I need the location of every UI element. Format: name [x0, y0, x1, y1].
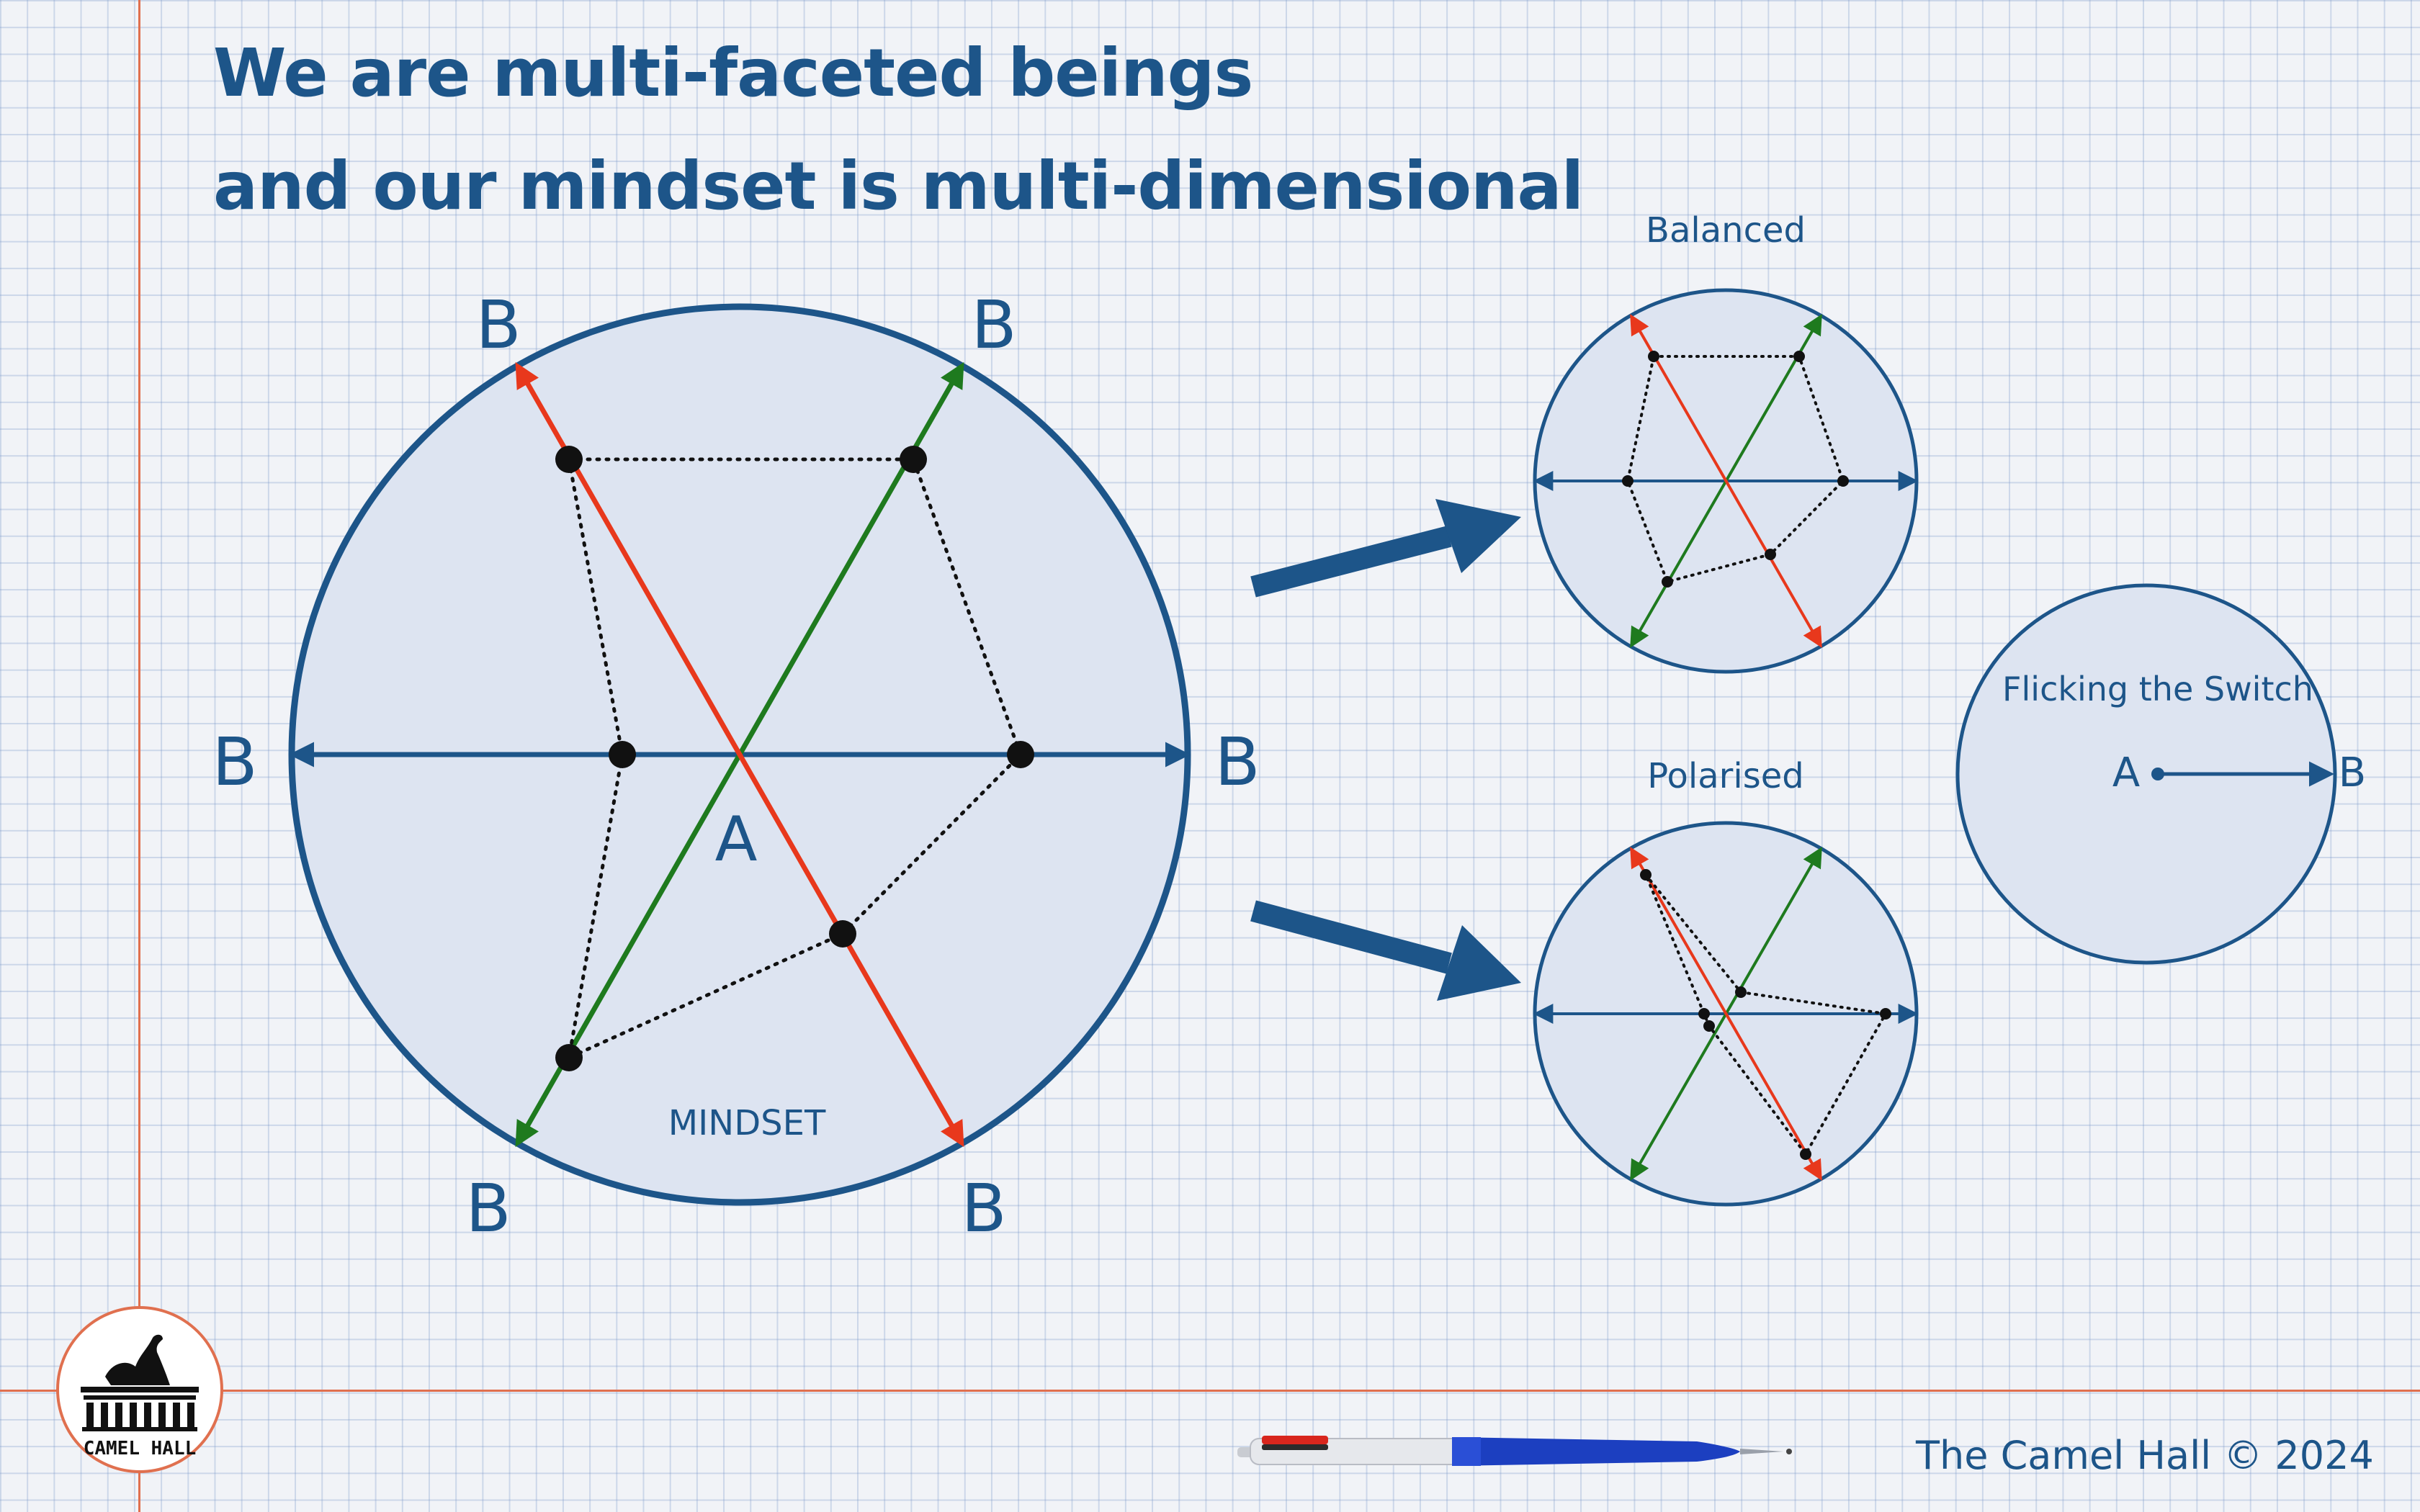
profile-point — [555, 1044, 583, 1071]
switch-start-label: A — [2112, 750, 2140, 796]
red-axis — [515, 361, 964, 1148]
main-mindset-circle: A MINDSET B B B B B B — [212, 287, 1260, 1247]
balanced-circle: Balanced — [1533, 210, 1919, 674]
title-line-2: and our mindset is multi-dimensional — [213, 148, 1584, 225]
margin-line-vertical — [138, 0, 140, 1512]
polarised-label: Polarised — [1647, 756, 1803, 796]
mindset-caption: MINDSET — [668, 1103, 826, 1143]
switch-start-dot — [2151, 768, 2164, 780]
polarised-point — [1698, 1008, 1710, 1020]
polarised-point — [1880, 1008, 1891, 1020]
center-label-a: A — [715, 804, 758, 876]
polarised-point — [1735, 986, 1747, 998]
endpoint-label-b-top-right: B — [971, 287, 1016, 364]
profile-point — [609, 741, 636, 768]
endpoint-label-b-bottom-left: B — [465, 1170, 511, 1247]
balanced-point — [1837, 475, 1849, 487]
balanced-point — [1793, 351, 1805, 362]
logo-text: CAMEL HALL — [84, 1438, 197, 1459]
title-line-1: We are multi-faceted beings — [213, 35, 1253, 112]
switch-circle-outline — [1955, 583, 2337, 965]
flicking-switch-circle: Flicking the Switch A B — [1955, 583, 2366, 965]
endpoint-label-b-top-left: B — [475, 287, 521, 364]
balanced-point — [1648, 351, 1659, 362]
endpoint-label-b-right: B — [1214, 724, 1260, 801]
arrow-to-balanced — [1250, 499, 1521, 598]
balanced-red-axis — [1630, 314, 1822, 648]
switch-label: Flicking the Switch — [2002, 670, 2313, 708]
polarised-point — [1703, 1020, 1715, 1032]
polarised-circle: Polarised — [1533, 756, 1919, 1207]
switch-end-label: B — [2339, 750, 2366, 796]
polarised-point — [1640, 869, 1652, 881]
profile-point — [1007, 741, 1034, 768]
polarised-point — [1800, 1148, 1811, 1160]
camel-icon — [105, 1334, 170, 1385]
camel-hall-logo: CAMEL HALL — [56, 1306, 223, 1473]
balanced-label: Balanced — [1646, 210, 1806, 251]
profile-point — [829, 920, 856, 948]
endpoint-label-b-bottom-right: B — [961, 1170, 1006, 1247]
margin-line-horizontal — [0, 1390, 2420, 1392]
balanced-point — [1765, 549, 1776, 560]
polarised-red-axis — [1630, 847, 1822, 1181]
balanced-point — [1622, 475, 1634, 487]
pen-icon — [1237, 1436, 1792, 1466]
arrow-to-polarised — [1250, 900, 1521, 1001]
profile-point — [555, 446, 583, 473]
endpoint-label-b-left: B — [212, 724, 257, 801]
profile-point — [900, 446, 927, 473]
footer-copyright: The Camel Hall © 2024 — [1916, 1433, 2374, 1478]
balanced-point — [1662, 576, 1673, 588]
